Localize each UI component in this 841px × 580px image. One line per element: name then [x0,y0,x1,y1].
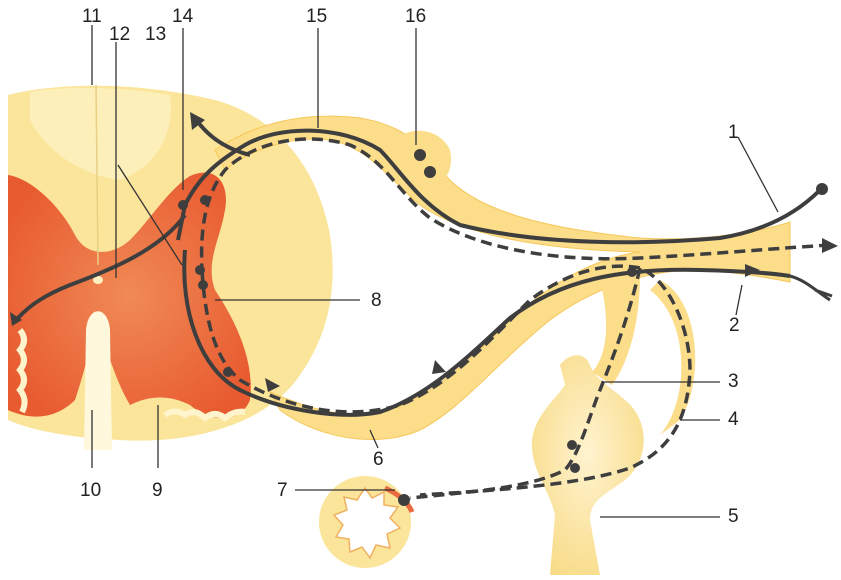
label-8: 8 [371,291,382,310]
label-11: 11 [82,7,102,26]
label-10: 10 [80,481,101,500]
label-3: 3 [728,372,739,391]
label-14: 14 [172,7,193,26]
synapse-lateral-horn-2 [198,280,208,290]
label-6: 6 [373,450,384,469]
label-7: 7 [277,481,288,500]
autonomic-arrow-right [822,238,838,253]
label-15: 15 [306,7,327,26]
effector-ending [790,276,832,300]
synapse-ventral-horn [223,367,233,377]
label-12: 12 [109,25,130,44]
synapse-dorsal-horn-2 [200,195,210,205]
label-4: 4 [728,410,739,429]
synapse-sympathetic-2 [570,463,580,473]
synapse-sympathetic-1 [567,440,577,450]
label-9: 9 [152,481,163,500]
label-2: 2 [729,316,740,335]
sensory-neuron-body-2 [424,166,436,178]
anterior-median-fissure [84,311,112,450]
synapse-dorsal-horn-1 [178,200,188,210]
label-5: 5 [728,507,739,526]
label-13: 13 [145,25,166,44]
sympathetic-ganglion [532,355,644,575]
synapse-ramus [627,267,637,277]
synapse-lateral-horn-1 [195,265,205,275]
organ-effector-ending [398,494,410,506]
receptor-ending [816,183,828,195]
label-1: 1 [728,123,739,142]
sensory-neuron-body-1 [414,149,426,161]
efferent-arrow-2 [432,360,446,374]
label-16: 16 [405,7,426,26]
